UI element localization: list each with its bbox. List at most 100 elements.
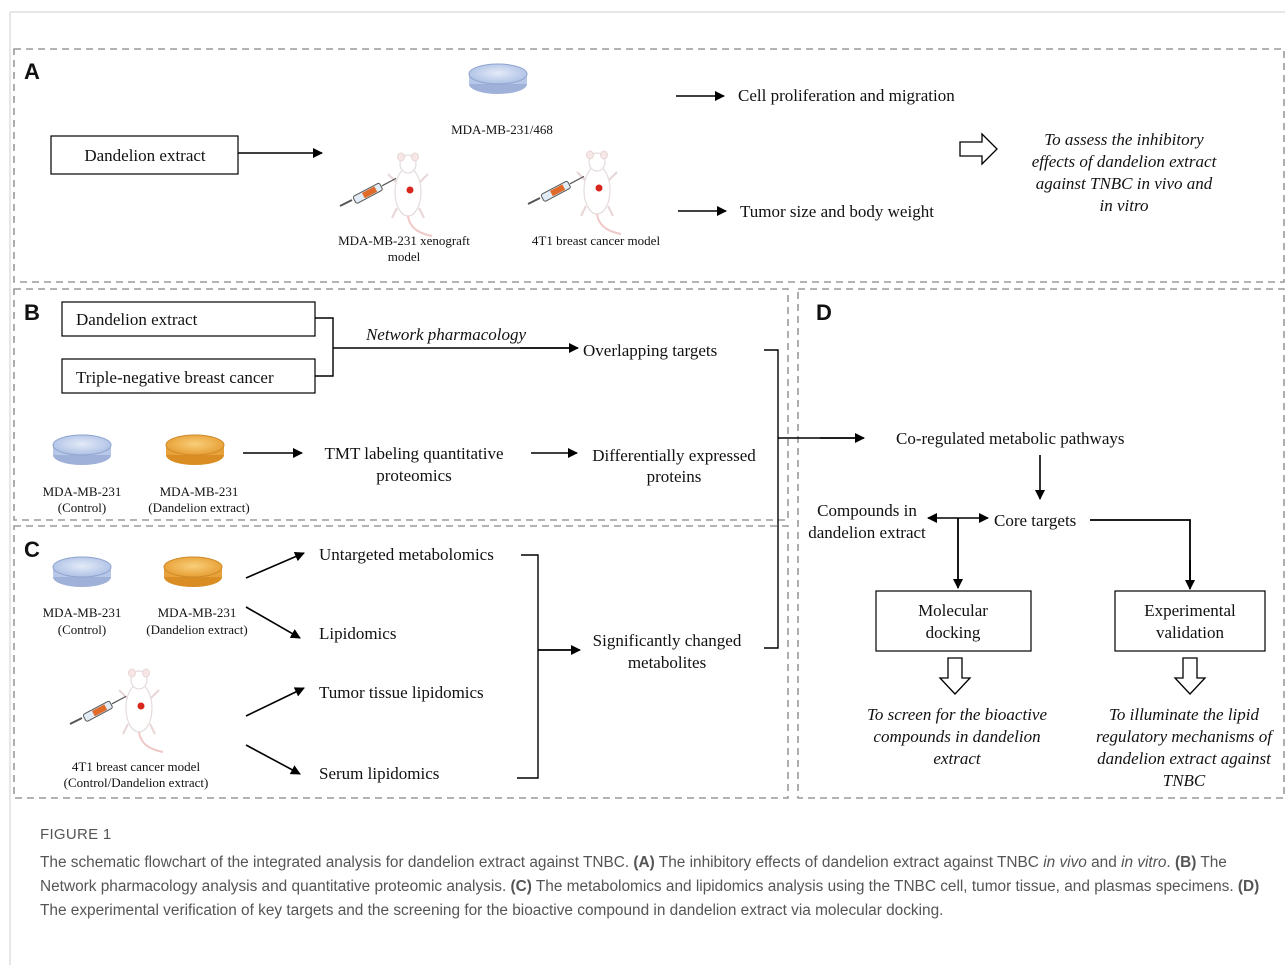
a-out-proliferation: Cell proliferation and migration — [738, 86, 955, 105]
caption-c-text: The metabolomics and lipidomics analysis… — [531, 878, 1238, 895]
b-dep-2: proteins — [647, 467, 702, 486]
d-comp-2: dandelion extract — [808, 523, 926, 542]
a-dandelion-label: Dandelion extract — [84, 146, 206, 165]
panel-b-letter: B — [24, 300, 40, 325]
d-validation-box — [1114, 590, 1266, 652]
figure-caption: FIGURE 1 The schematic flowchart of the … — [40, 826, 1270, 923]
d-line-validation — [1090, 519, 1191, 588]
a-goal-3: against TNBC in vivo and — [1036, 174, 1213, 193]
c-dandelion-dish-icon — [163, 556, 223, 588]
figure-label: FIGURE 1 — [40, 826, 112, 843]
c-model-2: (Control/Dandelion extract) — [64, 775, 209, 790]
caption-c-tag: (C) — [510, 878, 532, 895]
c-control-dish-icon — [52, 556, 112, 588]
panel-a-letter: A — [24, 59, 40, 84]
b-ctrl-1: MDA-MB-231 — [43, 484, 122, 499]
a-4t1-mouse-icon — [576, 150, 622, 235]
b-tnbc-label: Triple-negative breast cancer — [76, 368, 274, 387]
b-dandelion-dish-icon — [165, 434, 225, 466]
a-goal-1: To assess the inhibitory — [1044, 130, 1204, 149]
c-arrow-serum — [245, 744, 301, 775]
a-xenograft-mouse-icon — [387, 152, 433, 237]
d-exp-2: validation — [1156, 623, 1224, 642]
b-dand-2: (Dandelion extract) — [148, 500, 249, 515]
panel-c-letter: C — [24, 537, 40, 562]
d-comp-1: Compounds in — [817, 501, 917, 520]
caption-d-text: The experimental verification of key tar… — [40, 902, 944, 919]
a-goal-2: effects of dandelion extract — [1032, 152, 1218, 171]
caption-b-text: The Network pharmacology analysis and qu… — [40, 854, 1227, 895]
caption-a-and: and — [1086, 854, 1122, 871]
figure-caption-text: The schematic flowchart of the integrate… — [40, 851, 1270, 923]
d-goal2-2: regulatory mechanisms of — [1096, 727, 1274, 746]
b-dandelion-label: Dandelion extract — [76, 310, 198, 329]
panel-d-border — [797, 288, 1285, 799]
d-goal2-4: TNBC — [1163, 771, 1206, 790]
a-syringe-icon-2 — [527, 175, 585, 205]
d-docking-box — [875, 590, 1032, 652]
d-goal1-1: To screen for the bioactive — [867, 705, 1047, 724]
panel-a: A Dandelion extract MDA-MB-231/468 MDA-M… — [24, 59, 1218, 264]
c-arrow-tumor — [245, 687, 305, 717]
c-ctrl-1: MDA-MB-231 — [43, 605, 122, 620]
caption-in-vitro: in vitro — [1121, 854, 1167, 871]
a-cell-line-label: MDA-MB-231/468 — [451, 122, 553, 137]
b-ctrl-2: (Control) — [58, 500, 106, 515]
a-out-tumor: Tumor size and body weight — [740, 202, 934, 221]
c-sig-2: metabolites — [628, 653, 706, 672]
a-xenograft-label-1: MDA-MB-231 xenograft — [338, 233, 470, 248]
b-overlapping-label: Overlapping targets — [583, 341, 717, 360]
d-exp-1: Experimental — [1144, 601, 1236, 620]
b-dandelion-box — [61, 301, 316, 337]
c-ctrl-2: (Control) — [58, 622, 106, 637]
c-arrow-lipidomics — [245, 606, 301, 639]
b-network-label: Network pharmacology — [365, 325, 527, 344]
c-sig-1: Significantly changed — [593, 631, 742, 650]
d-hollow-down-arrow-icon-2 — [1173, 657, 1207, 695]
c-mouse-icon — [118, 668, 164, 753]
a-goal-4: in vitro — [1100, 196, 1149, 215]
d-goal2-1: To illuminate the lipid — [1109, 705, 1260, 724]
c-model-1: 4T1 breast cancer model — [72, 759, 201, 774]
b-tmt-2: proteomics — [376, 466, 452, 485]
b-control-dish-icon — [52, 434, 112, 466]
panel-d: D Co-regulated metabolic pathways Compou… — [808, 300, 1274, 790]
d-core: Core targets — [994, 511, 1076, 530]
a-cell-dish-icon — [468, 63, 528, 95]
a-syringe-icon — [339, 177, 397, 207]
caption-b-tag: (B) — [1174, 854, 1197, 871]
caption-a-text: The inhibitory effects of dandelion extr… — [654, 854, 1044, 871]
b-tmt-1: TMT labeling quantitative — [324, 444, 503, 463]
a-dandelion-box — [50, 135, 239, 175]
c-untargeted: Untargeted metabolomics — [319, 545, 494, 564]
c-lipidomics: Lipidomics — [319, 624, 396, 643]
panel-c: C MDA-MB-231 (Control) MDA-MB-231 (Dande… — [24, 537, 742, 790]
c-syringe-icon — [69, 695, 127, 725]
caption-a-tag: (A) — [633, 854, 655, 871]
panel-a-border — [13, 48, 1285, 283]
panel-b: B Dandelion extract Triple-negative brea… — [24, 300, 756, 515]
c-dand-2: (Dandelion extract) — [146, 622, 247, 637]
d-goal1-3: extract — [933, 749, 981, 768]
c-tumor-lipid: Tumor tissue lipidomics — [319, 683, 484, 702]
b-dand-1: MDA-MB-231 — [160, 484, 239, 499]
c-dand-1: MDA-MB-231 — [158, 605, 237, 620]
bc-to-d-connector — [764, 349, 862, 649]
caption-in-vivo: in vivo — [1043, 854, 1087, 871]
d-goal2-3: dandelion extract against — [1097, 749, 1272, 768]
d-hollow-down-arrow-icon-1 — [938, 657, 972, 695]
panel-b-border — [13, 288, 789, 521]
a-hollow-arrow-icon — [959, 132, 998, 166]
c-arrow-untargeted — [245, 551, 305, 579]
c-serum-lipid: Serum lipidomics — [319, 764, 439, 783]
d-goal1-2: compounds in dandelion — [873, 727, 1040, 746]
d-mol-1: Molecular — [918, 601, 988, 620]
a-4t1-label: 4T1 breast cancer model — [532, 233, 661, 248]
caption-sentence-1: The schematic flowchart of the integrate… — [40, 854, 634, 871]
caption-a-end: . — [1166, 854, 1175, 871]
d-mol-2: docking — [926, 623, 981, 642]
b-dep-1: Differentially expressed — [592, 446, 756, 465]
a-xenograft-label-2: model — [388, 249, 421, 264]
d-coreg: Co-regulated metabolic pathways — [896, 429, 1124, 448]
